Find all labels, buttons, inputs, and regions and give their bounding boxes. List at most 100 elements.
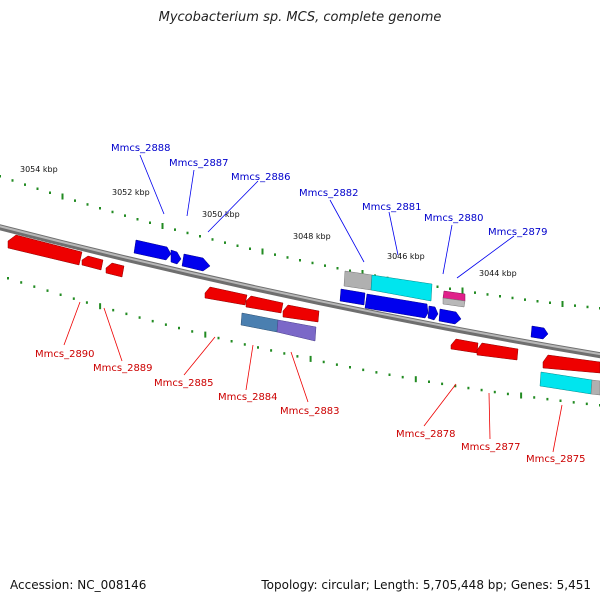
gene-mmcs-2882[interactable] xyxy=(339,288,366,306)
gene-mmcs-2890[interactable] xyxy=(7,234,83,266)
gene-label-mmcs-2890[interactable]: Mmcs_2890 xyxy=(35,349,95,360)
accession-text: Accession: NC_008146 xyxy=(10,578,147,592)
scale-minor-tick xyxy=(112,308,115,312)
scale-minor-tick xyxy=(480,388,483,392)
gene-label-mmcs-2883[interactable]: Mmcs_2883 xyxy=(280,406,340,417)
scale-minor-tick xyxy=(33,285,36,288)
scale-minor-tick xyxy=(72,297,75,300)
gene-label-mmcs-2889[interactable]: Mmcs_2889 xyxy=(93,363,153,374)
scale-minor-tick xyxy=(299,259,301,262)
scale-minor-tick xyxy=(546,397,549,401)
gene-mmcs-2877[interactable] xyxy=(476,342,519,361)
scale-labels: 3054 kbp 3052 kbp 3050 kbp 3048 kbp 3046… xyxy=(20,165,517,278)
scale-minor-tick xyxy=(349,269,351,272)
scale-minor-tick xyxy=(499,295,501,298)
gene-label-mmcs-2881[interactable]: Mmcs_2881 xyxy=(362,202,422,213)
scale-major-tick xyxy=(261,248,264,255)
scale-minor-tick xyxy=(441,382,444,386)
gene-mmcs-2885a[interactable] xyxy=(204,286,248,306)
forward-leader-lines xyxy=(139,154,515,279)
scale-minor-tick xyxy=(388,373,391,376)
scale-minor-tick xyxy=(283,352,286,355)
scale-minor-tick xyxy=(243,343,246,346)
scale-minor-tick xyxy=(486,293,489,296)
scale-minor-tick xyxy=(296,355,299,358)
gene-mmcs-2879[interactable] xyxy=(438,308,462,325)
scale-minor-tick xyxy=(524,298,526,301)
gene-mmcs-2881-blue[interactable] xyxy=(364,293,429,319)
scale-minor-tick xyxy=(322,360,325,364)
gene-mmcs-2887[interactable] xyxy=(170,249,182,265)
scale-minor-tick xyxy=(574,304,576,307)
scale-minor-tick xyxy=(7,277,9,280)
grey-feature-2880 xyxy=(442,297,466,308)
scale-minor-tick xyxy=(217,336,220,340)
scale-minor-tick xyxy=(59,293,62,296)
scale-minor-tick xyxy=(549,301,551,304)
gene-mmcs-2876-blue[interactable] xyxy=(530,325,549,340)
scale-minor-tick xyxy=(257,346,259,349)
scale-minor-tick xyxy=(335,363,338,366)
scale-minor-tick xyxy=(164,323,167,326)
gene-mmcs-2876[interactable] xyxy=(542,354,600,374)
gene-label-mmcs-2878[interactable]: Mmcs_2878 xyxy=(396,429,456,440)
scale-major-tick xyxy=(61,193,64,200)
gene-mmcs-2883[interactable] xyxy=(276,319,317,342)
gene-label-mmcs-2875[interactable]: Mmcs_2875 xyxy=(526,454,586,465)
scale-minor-tick xyxy=(362,368,365,372)
scale-minor-tick xyxy=(375,371,378,374)
gene-label-mmcs-2886[interactable]: Mmcs_2886 xyxy=(231,172,291,183)
grey-feature-right xyxy=(590,379,600,396)
gene-label-mmcs-2887[interactable]: Mmcs_2887 xyxy=(169,158,229,169)
scale-minor-tick xyxy=(186,231,189,235)
scale-label: 3050 kbp xyxy=(202,210,240,219)
scale-minor-tick xyxy=(24,183,26,186)
page-title: Mycobacterium sp. MCS, complete genome xyxy=(158,10,442,25)
scale-minor-tick xyxy=(230,340,233,343)
gene-mmcs-2875[interactable] xyxy=(539,371,593,395)
scale-minor-tick xyxy=(46,289,49,292)
scale-minor-tick xyxy=(174,228,176,231)
gene-label-mmcs-2882[interactable]: Mmcs_2882 xyxy=(299,188,359,199)
scale-minor-tick xyxy=(286,256,289,259)
reverse-leader-lines xyxy=(63,301,563,453)
scale-minor-tick xyxy=(0,175,1,178)
scale-major-tick xyxy=(414,376,417,383)
gene-mmcs-2889[interactable] xyxy=(105,262,125,278)
scale-minor-tick xyxy=(136,218,139,221)
scale-label: 3054 kbp xyxy=(20,165,58,174)
scale-major-tick xyxy=(309,355,312,362)
scale-minor-tick xyxy=(178,326,180,330)
gene-mmcs-2885[interactable] xyxy=(245,295,284,314)
scale-minor-tick xyxy=(336,267,339,270)
gene-label-mmcs-2877[interactable]: Mmcs_2877 xyxy=(461,442,521,453)
gene-label-mmcs-2885[interactable]: Mmcs_2885 xyxy=(154,378,214,389)
gene-mmcs-2884-red[interactable] xyxy=(282,304,320,323)
gene-mmcs-2886[interactable] xyxy=(181,253,211,272)
gene-mmcs-2880-blue[interactable] xyxy=(427,305,439,321)
scale-minor-tick xyxy=(493,390,496,394)
gene-mmcs-2889a[interactable] xyxy=(81,255,104,271)
gene-mmcs-2888[interactable] xyxy=(133,239,172,261)
gene-label-mmcs-2880[interactable]: Mmcs_2880 xyxy=(424,213,484,224)
scale-minor-tick xyxy=(138,316,141,319)
scale-minor-tick xyxy=(428,380,430,383)
scale-major-tick xyxy=(99,303,102,310)
gene-mmcs-2881[interactable] xyxy=(370,274,433,302)
gene-label-mmcs-2888[interactable]: Mmcs_2888 xyxy=(111,143,171,154)
scale-label: 3048 kbp xyxy=(293,232,331,241)
scale-minor-tick xyxy=(191,330,194,333)
gene-label-mmcs-2879[interactable]: Mmcs_2879 xyxy=(488,227,548,238)
scale-label: 3052 kbp xyxy=(112,188,150,197)
scale-minor-tick xyxy=(324,264,326,267)
gene-mmcs-2884[interactable] xyxy=(240,312,279,333)
scale-minor-tick xyxy=(36,187,39,190)
scale-minor-tick xyxy=(536,300,539,303)
scale-minor-tick xyxy=(74,199,76,202)
gene-label-mmcs-2884[interactable]: Mmcs_2884 xyxy=(218,392,278,403)
gene-mmcs-2878[interactable] xyxy=(450,338,479,354)
scale-label: 3046 kbp xyxy=(387,252,425,261)
scale-major-tick xyxy=(561,301,564,307)
scale-minor-tick xyxy=(149,221,151,224)
